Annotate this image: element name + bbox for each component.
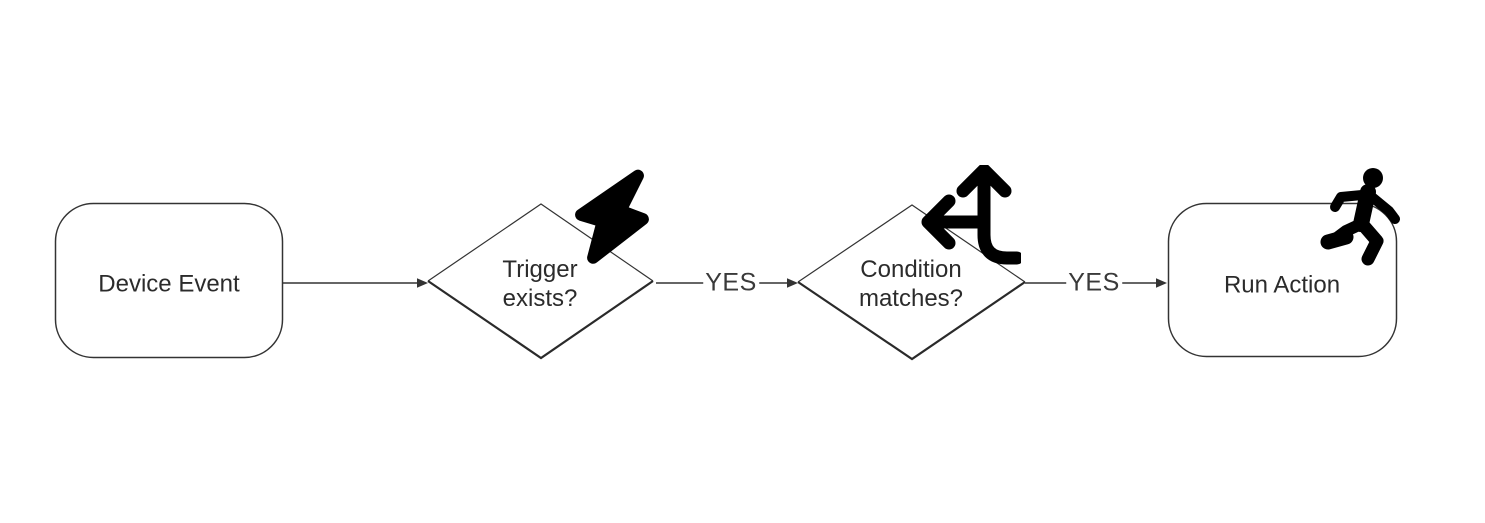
node-trigger-exists-bottom-edges — [427, 280, 654, 360]
edge3-arrowhead-icon — [1156, 278, 1167, 288]
node-device-event-shape — [54, 202, 284, 359]
edge1-arrowhead-icon — [417, 278, 428, 288]
node-condition-matches-bottom-edges — [797, 281, 1026, 361]
node-trigger-exists-top-edges — [427, 203, 654, 282]
bolt-icon — [575, 169, 649, 264]
edge2-arrowhead-icon — [787, 278, 798, 288]
arrows-split-up-and-left-icon — [921, 165, 1021, 265]
person-running-icon — [1320, 168, 1400, 266]
